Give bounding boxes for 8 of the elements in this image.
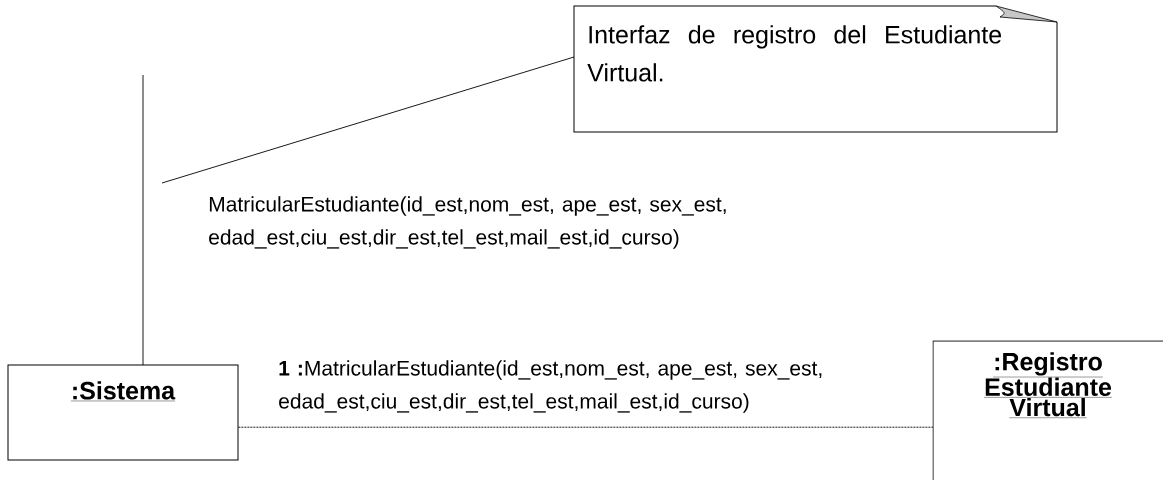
object-box: :Sistema: [7, 364, 239, 461]
message-label: MatricularEstudiante(id_est,nom_est, ape_est, sex_est, edad_est,ciu_est,dir_est,tel_est,mail_est,id_curso): [209, 196, 726, 249]
leader-line: [161, 56, 575, 184]
edge-label: 1 :MatricularEstudiante(id_est,nom_est, ape_est, sex_est, edad_est,ciu_est,dir_est,tel_est,mail_est,id_curso): [279, 360, 822, 413]
link-line: [237, 426, 934, 428]
note: Interfaz de registro del Estudiante Virtual.: [573, 5, 1058, 133]
object-box: :Registro Estudiante Virtual: [932, 340, 1163, 480]
lifeline: [142, 74, 144, 366]
